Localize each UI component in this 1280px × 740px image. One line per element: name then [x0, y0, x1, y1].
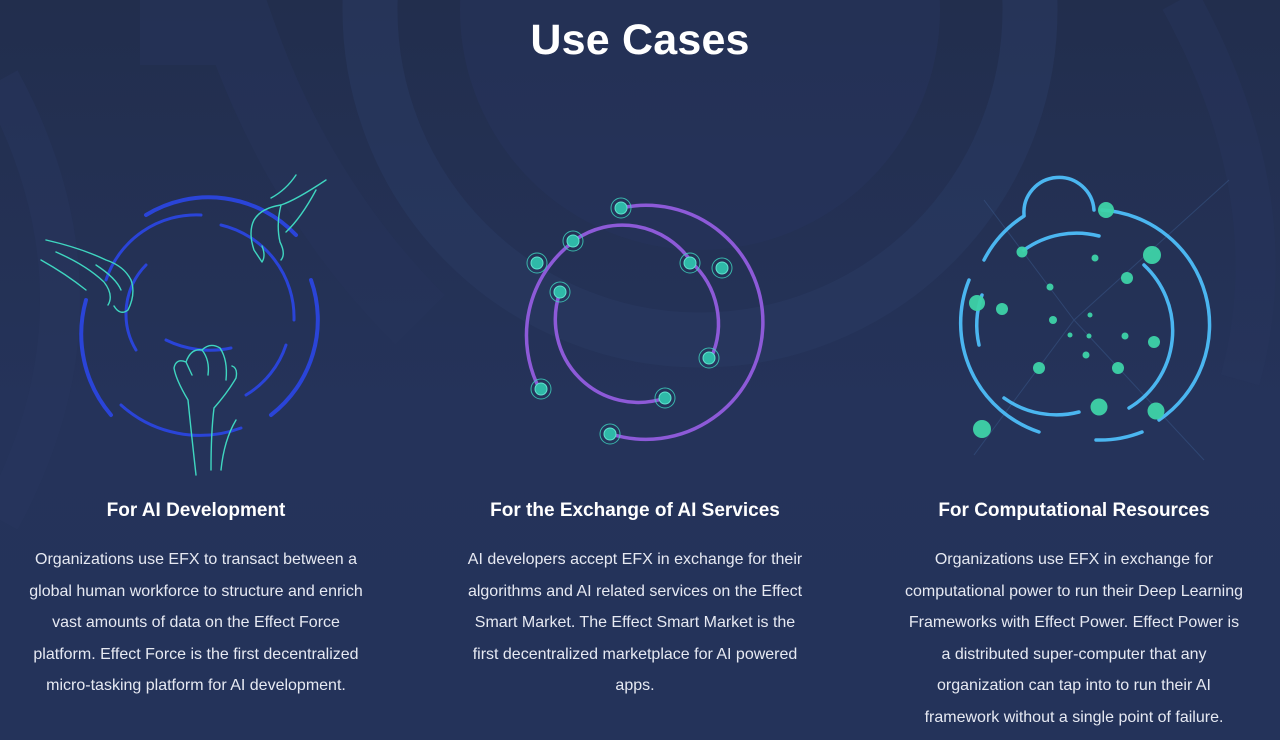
hands-circle-icon [40, 174, 327, 476]
node-dot [530, 201, 729, 441]
use-case-card-ai-development: For AI Development Organizations use EFX… [0, 170, 396, 702]
card-title: For the Exchange of AI Services [490, 500, 780, 521]
use-case-card-computational-resources: For Computational Resources Organization… [874, 170, 1274, 733]
particle-sphere-icon [958, 175, 1230, 461]
orbit-nodes-icon [524, 197, 765, 445]
card-description: AI developers accept EFX in exchange for… [467, 551, 803, 694]
card-title: For AI Development [106, 500, 286, 521]
card-title: For Computational Resources [938, 500, 1210, 521]
section-title: Use Cases [530, 16, 750, 64]
card-description: Organizations use EFX in exchange for co… [905, 551, 1243, 726]
card-description: Organizations use EFX to transact betwee… [29, 551, 363, 694]
use-case-card-ai-services: For the Exchange of AI Services AI devel… [435, 170, 835, 702]
